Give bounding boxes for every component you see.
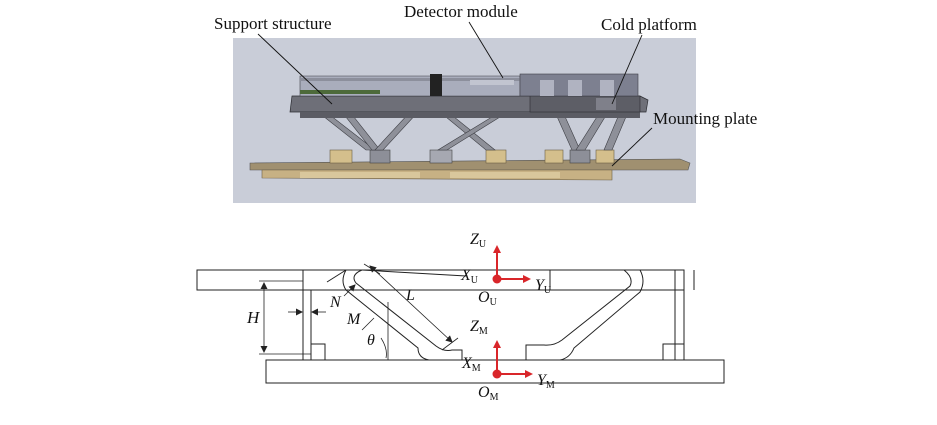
upper-x-label: XU bbox=[460, 267, 479, 286]
upper-origin-label: OU bbox=[478, 289, 498, 308]
mounting-frame: ZM XM YM OM bbox=[461, 318, 555, 403]
upper-y-label: YU bbox=[535, 277, 552, 296]
mount-origin-dot bbox=[492, 369, 502, 379]
support-pads bbox=[329, 149, 615, 164]
upper-frame: ZU XU YU OU bbox=[460, 231, 552, 308]
label-support-structure: Support structure bbox=[214, 14, 332, 33]
upper-plate bbox=[196, 269, 685, 291]
cold-platform bbox=[289, 95, 649, 118]
label-detector-module: Detector module bbox=[404, 2, 518, 21]
dim-N: N bbox=[288, 294, 342, 316]
detector-module bbox=[299, 73, 639, 97]
section-drawing: H N L M θ ZU XU YU O bbox=[196, 231, 725, 403]
label-N: N bbox=[329, 294, 342, 311]
label-cold-platform: Cold platform bbox=[601, 15, 697, 34]
upper-z-label: ZU bbox=[470, 231, 487, 250]
mount-x-label: XM bbox=[461, 355, 481, 374]
cad-render: Support structure Detector module Cold p… bbox=[214, 2, 757, 203]
mount-origin-label: OM bbox=[478, 384, 499, 403]
dim-H: H bbox=[246, 280, 311, 355]
mount-z-label: ZM bbox=[470, 318, 488, 337]
right-strut bbox=[525, 269, 644, 361]
label-mounting-plate: Mounting plate bbox=[653, 109, 757, 128]
label-M: M bbox=[346, 311, 362, 328]
label-theta: θ bbox=[367, 332, 375, 349]
label-L: L bbox=[405, 287, 415, 304]
leader-lines bbox=[257, 21, 653, 167]
label-H: H bbox=[246, 308, 261, 327]
lower-plate bbox=[265, 359, 725, 384]
upper-origin-dot bbox=[492, 274, 502, 284]
mount-y-label: YM bbox=[537, 372, 555, 391]
dim-M-L-theta: L M θ bbox=[343, 263, 459, 360]
